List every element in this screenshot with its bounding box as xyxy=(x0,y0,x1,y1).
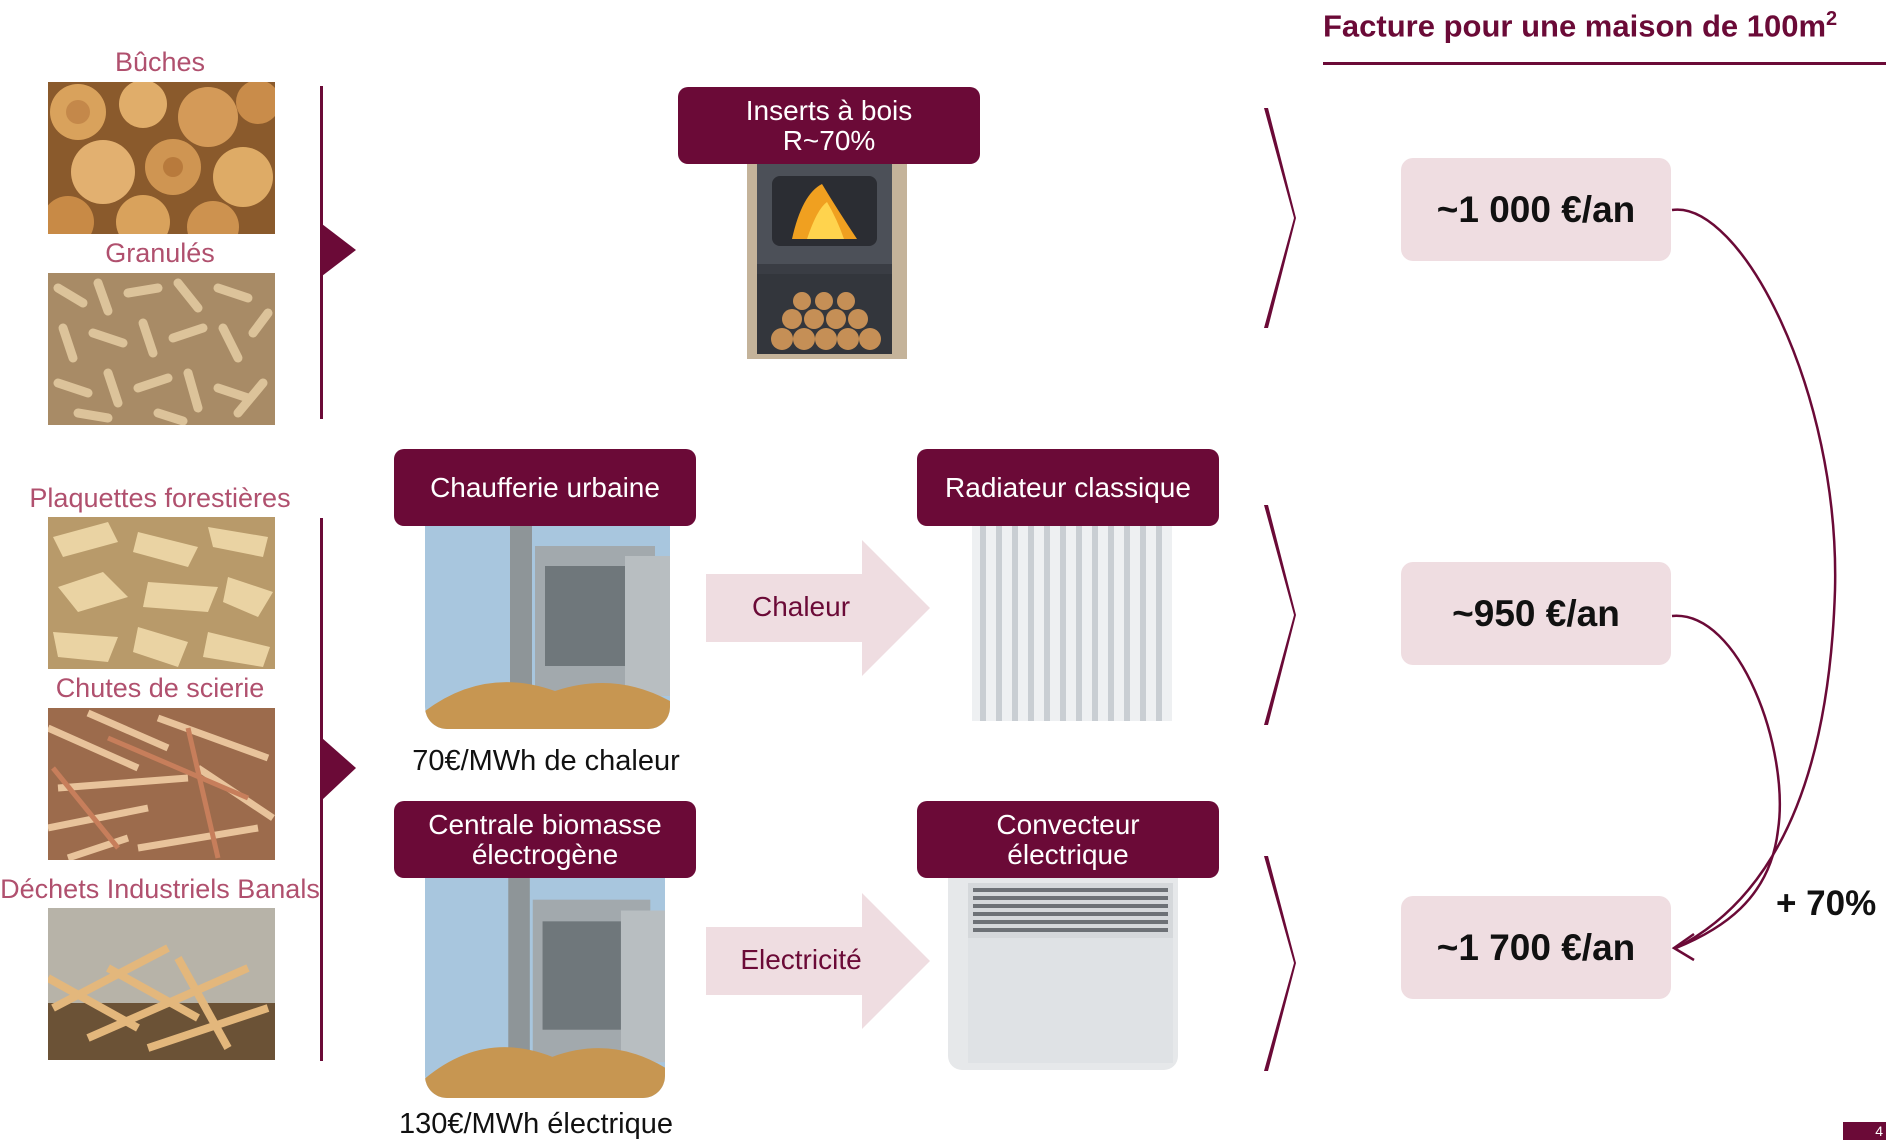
comparison-arrows xyxy=(1671,208,1837,962)
tech-radiateur-classique: Radiateur classique xyxy=(917,449,1219,526)
wood-stove-image xyxy=(712,164,940,364)
fuel-label-chutes: Chutes de scierie xyxy=(55,673,265,703)
photo-dechets xyxy=(48,908,275,1060)
fuel-label-buches: Bûches xyxy=(114,47,206,77)
price-electrique: 130€/MWh électrique xyxy=(398,1108,674,1140)
convector-image xyxy=(948,878,1178,1070)
fuel-label-plaquettes: Plaquettes forestières xyxy=(29,483,291,513)
flow-label-chaleur: Chaleur xyxy=(751,591,851,622)
fuel-bracket-bottom xyxy=(320,518,356,1061)
tech-chaufferie-urbaine: Chaufferie urbaine xyxy=(394,449,696,526)
bill-header-title: Facture pour une maison de 100m2 xyxy=(1323,8,1838,44)
photo-granules xyxy=(48,273,275,425)
result-bracket-3 xyxy=(1264,856,1296,1071)
result-bracket-1 xyxy=(1264,108,1296,328)
bill-electrique: ~1 700 €/an xyxy=(1401,896,1671,999)
photo-plaquettes xyxy=(48,517,275,669)
tech-convecteur-electrique: Convecteur électrique xyxy=(917,801,1219,878)
flow-arrow-chaleur xyxy=(706,540,930,676)
fuel-label-dib: Déchets Industriels Banals xyxy=(0,874,320,904)
tech-inserts-bois: Inserts à bois R~70% xyxy=(678,87,980,164)
photo-chutes xyxy=(48,708,275,860)
page-number: 4 xyxy=(1843,1122,1886,1140)
header-underline xyxy=(1323,62,1886,65)
flow-label-electricite: Electricité xyxy=(740,944,862,975)
photo-buches xyxy=(48,82,275,234)
fuel-label-granules: Granulés xyxy=(105,238,215,268)
flow-arrow-electricite xyxy=(706,893,930,1029)
fuel-bracket-top xyxy=(320,86,356,419)
result-bracket-2 xyxy=(1264,505,1296,725)
heating-plant-image xyxy=(425,526,670,729)
tech-centrale-biomasse: Centrale biomasse électrogène xyxy=(394,801,696,878)
radiator-image xyxy=(962,526,1177,724)
price-chaleur: 70€/MWh de chaleur xyxy=(412,745,680,777)
bill-reseau-chaleur: ~950 €/an xyxy=(1401,562,1671,665)
biomass-plant-image xyxy=(425,878,665,1098)
comparison-percent: + 70% xyxy=(1776,884,1877,923)
bill-inserts: ~1 000 €/an xyxy=(1401,158,1671,261)
